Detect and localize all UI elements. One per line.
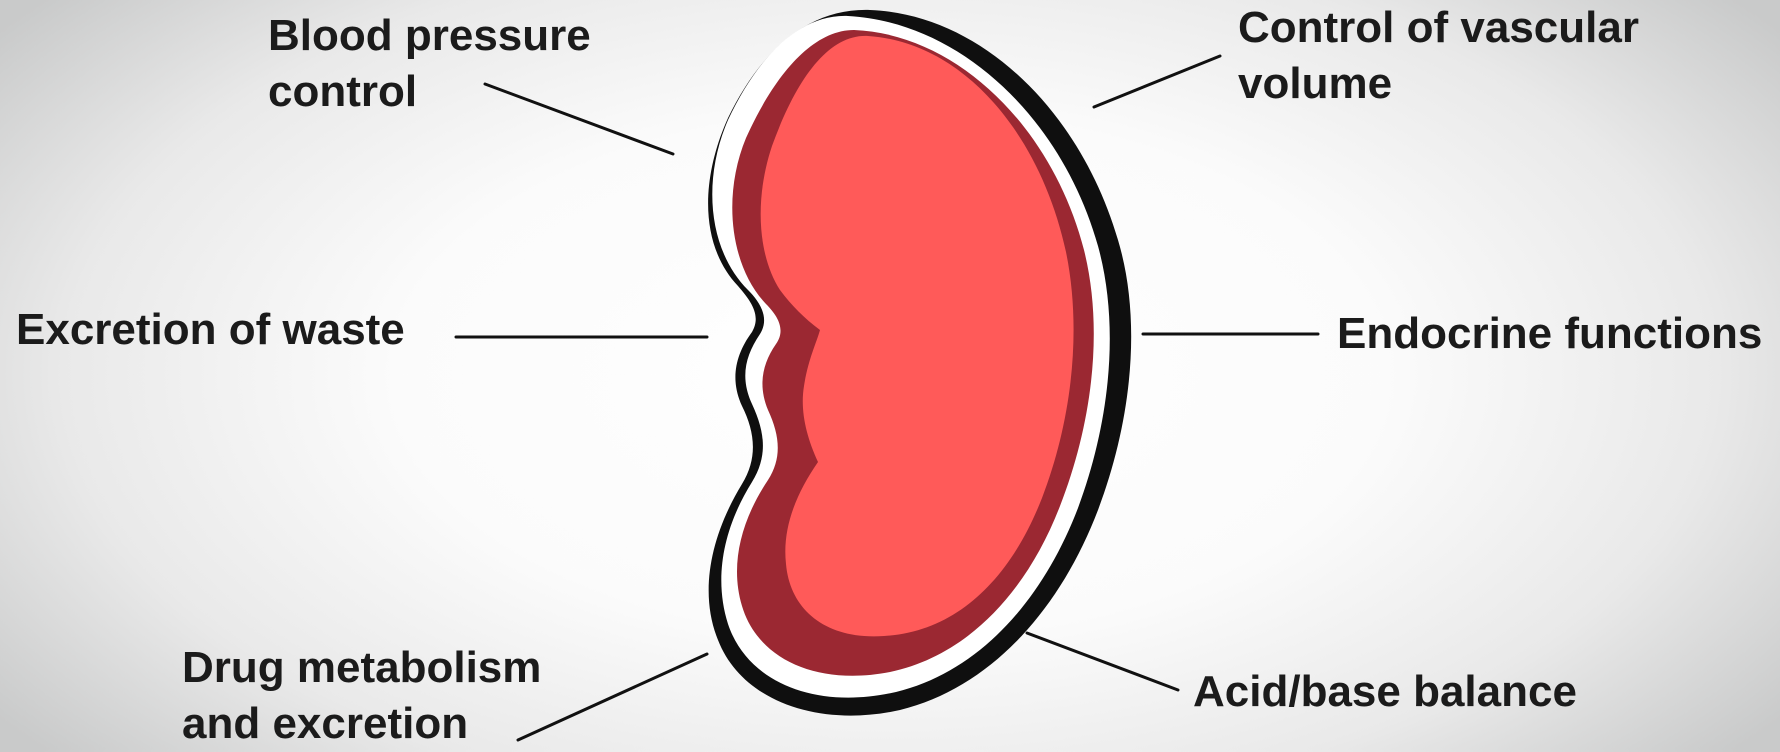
leader-line-acid-base (1027, 633, 1178, 690)
label-line: Drug metabolism (182, 640, 541, 696)
label-excretion-of-waste: Excretion of waste (16, 302, 405, 358)
label-line: control (268, 64, 591, 120)
label-line: volume (1238, 56, 1639, 112)
label-control-of-vascular-volume: Control of vascular volume (1238, 0, 1639, 112)
label-drug-metabolism-and-excretion: Drug metabolism and excretion (182, 640, 541, 752)
label-line: and excretion (182, 696, 541, 752)
label-line: Blood pressure (268, 8, 591, 64)
label-endocrine-functions: Endocrine functions (1337, 306, 1762, 362)
label-blood-pressure-control: Blood pressure control (268, 8, 591, 120)
label-acid-base-balance: Acid/base balance (1193, 664, 1577, 720)
leader-line-drug-metabolism (518, 654, 707, 740)
leader-line-vascular-volume (1094, 56, 1220, 107)
label-line: Control of vascular (1238, 0, 1639, 56)
